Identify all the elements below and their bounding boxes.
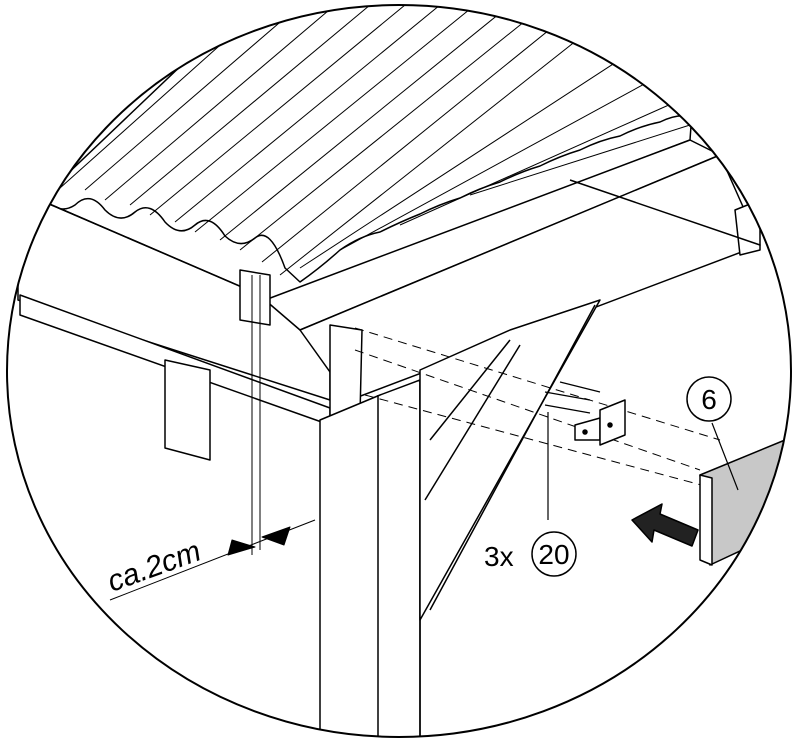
part-6-label: 6: [701, 384, 717, 415]
dimension-label: ca.2cm: [103, 534, 205, 598]
callout-part-20: 20 3x: [484, 531, 577, 577]
callout-part-6: 6: [686, 376, 739, 491]
detail-circle-frame: [6, 4, 792, 738]
diagonal-brace: [419, 299, 601, 621]
dimension-lines: [109, 275, 316, 601]
hanging-block: [164, 359, 211, 461]
angle-bracket-icon: [574, 399, 626, 446]
rafter-stub: [239, 269, 271, 326]
part-20-label: 20: [538, 539, 569, 570]
top-beam: [264, 139, 761, 401]
screw-icon: [544, 381, 601, 520]
push-arrow-icon: [631, 503, 699, 547]
corrugated-roof: [39, 5, 701, 301]
quantity-label: 3x: [484, 541, 514, 572]
alignment-dashed-lines: [354, 327, 721, 491]
vertical-post: [319, 379, 421, 737]
